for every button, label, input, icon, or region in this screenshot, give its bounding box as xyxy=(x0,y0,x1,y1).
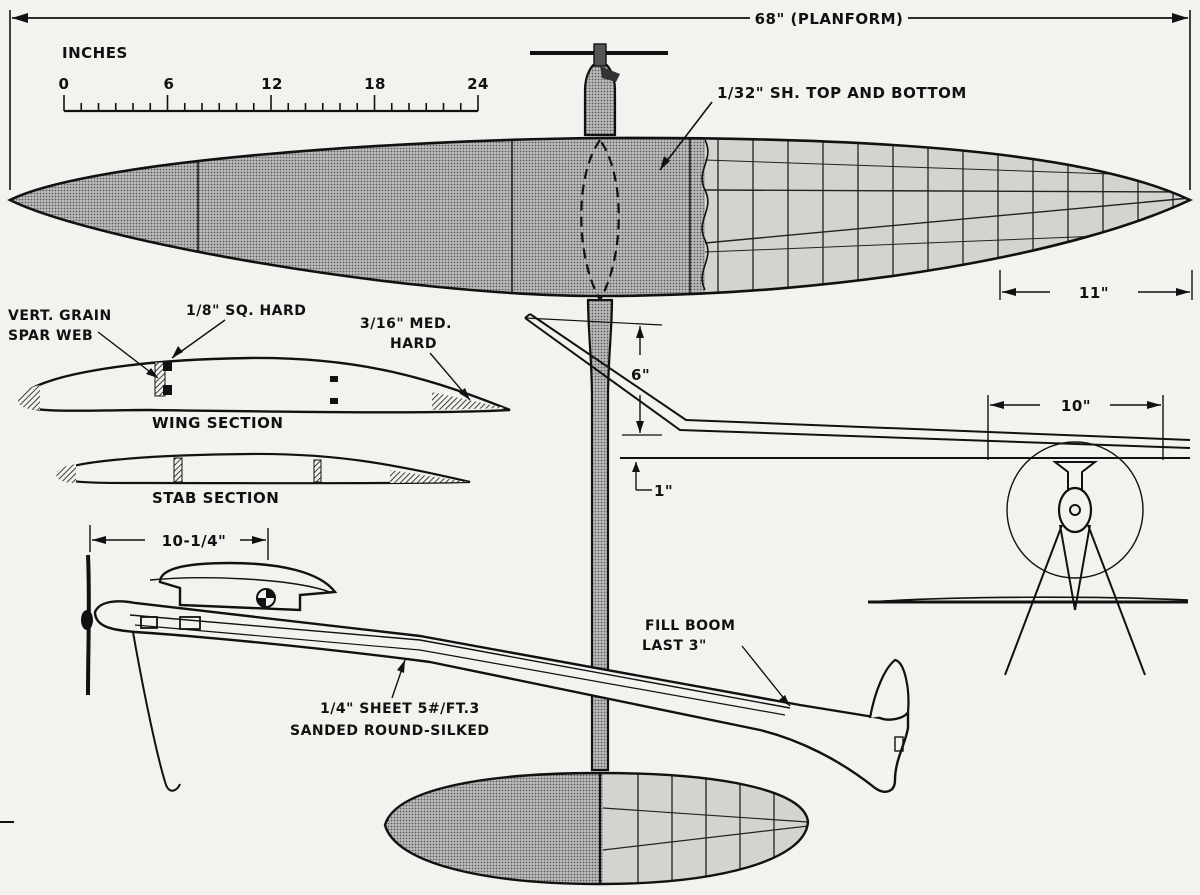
wing-planform xyxy=(7,136,1194,303)
stabilizer-planform xyxy=(383,771,810,886)
center-section-dimension: 10" xyxy=(987,395,1164,460)
spar-note: 1/8" SQ. HARD xyxy=(186,303,306,319)
spar-web-note-line1: VERT. GRAIN xyxy=(8,308,112,324)
stab-offset-label: 1" xyxy=(654,482,673,500)
stab-section: STAB SECTION xyxy=(56,452,471,507)
wing-section: WING SECTION xyxy=(18,356,511,432)
stab-section-caption: STAB SECTION xyxy=(152,489,279,507)
boom-sheet-note-line2: SANDED ROUND-SILKED xyxy=(290,723,490,739)
nose-dimension: 10-1/4" xyxy=(89,525,269,560)
scale-bar: INCHES 0 6 12 18 24 xyxy=(59,44,489,113)
center-section-label: 10" xyxy=(1061,397,1091,415)
fill-boom-note-line2: LAST 3" xyxy=(642,638,707,654)
scale-title: INCHES xyxy=(62,44,128,62)
wing-section-caption: WING SECTION xyxy=(152,414,283,432)
te-note-line2: HARD xyxy=(390,336,437,352)
span-dimension: 68" (PLANFORM) xyxy=(9,10,1191,190)
sheeting-note: 1/32" SH. TOP AND BOTTOM xyxy=(717,84,967,102)
fuselage-top-view xyxy=(530,43,668,772)
te-note-line1: 3/16" MED. xyxy=(360,316,452,332)
boom-sheet-note-line1: 1/4" SHEET 5#/FT.3 xyxy=(320,701,480,717)
dihedral-label: 6" xyxy=(631,366,650,384)
side-view xyxy=(81,554,910,793)
scale-tick-6: 6 xyxy=(164,75,175,93)
spar-web-note-line2: SPAR WEB xyxy=(8,328,93,344)
nose-label: 10-1/4" xyxy=(162,532,227,550)
fill-boom-note-line1: FILL BOOM xyxy=(645,618,735,634)
front-view xyxy=(524,313,1191,676)
dihedral-dimension: 6" 1" xyxy=(524,317,673,500)
tip-dimension: 11" xyxy=(999,270,1193,302)
scale-tick-24: 24 xyxy=(467,75,489,93)
scale-tick-12: 12 xyxy=(261,75,283,93)
span-label: 68" (PLANFORM) xyxy=(755,10,904,28)
tip-label: 11" xyxy=(1079,284,1109,302)
scale-tick-18: 18 xyxy=(364,75,386,93)
scale-tick-0: 0 xyxy=(59,75,70,93)
